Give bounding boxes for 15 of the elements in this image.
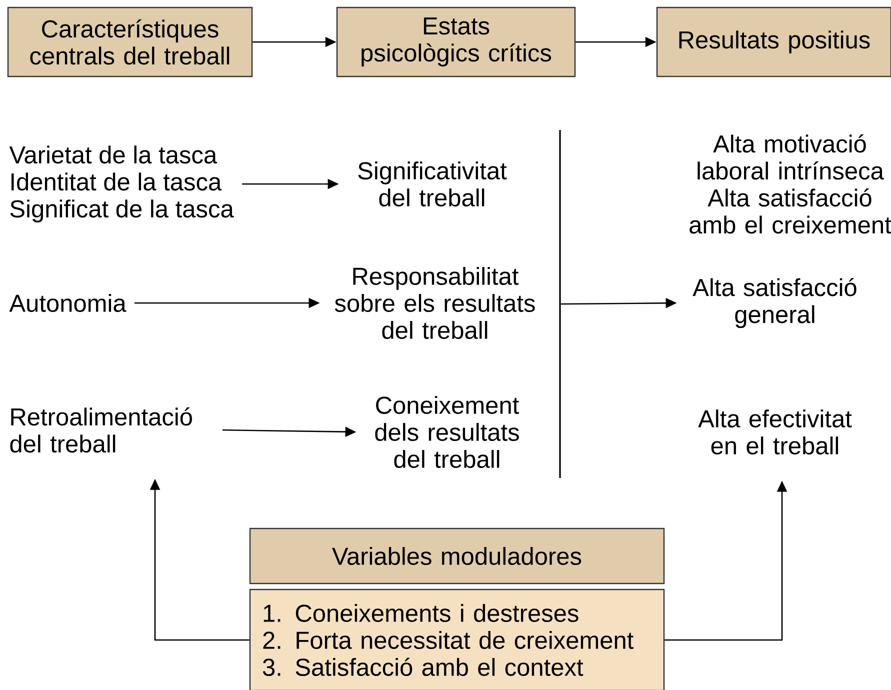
process-box: Estats psicològics crítics	[336, 6, 576, 78]
item-text: Autonomia	[9, 294, 126, 312]
state-text: Significativitat del treball	[358, 162, 507, 206]
result-text: Alta satisfacció general	[692, 278, 856, 328]
process-box: Característiques centrals del treball	[7, 6, 253, 78]
result-text: Alta efectivitat en el treball	[698, 410, 852, 454]
title-box: Variables moduladores	[249, 528, 665, 584]
state-text: Coneixement dels resultats del treball	[375, 396, 519, 468]
item-text: Retroalimentació del treball	[10, 407, 192, 453]
item-list: Varietat de la tasca Identitat de la tasca Significat de la tasca	[9, 146, 234, 222]
process-box: Resultats positius	[656, 6, 891, 78]
list-box: 1. Coneixements i destreses 2. Forta necessitat de creixement 3. Satisfacció amb el context	[249, 588, 665, 690]
divider-line	[559, 130, 561, 478]
result-text: Alta motivació laboral intrínseca Alta satisfacció amb el creixement	[690, 134, 891, 234]
state-text: Responsabilitat sobre els resultats del treball	[334, 267, 535, 339]
